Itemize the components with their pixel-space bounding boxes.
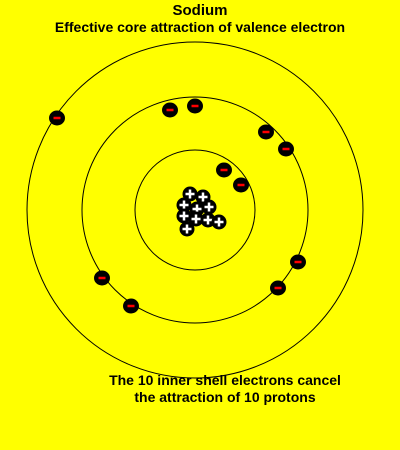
electron-icon <box>258 124 274 140</box>
inner-shell <box>134 149 256 271</box>
proton-icon <box>182 186 198 202</box>
electron-icon <box>94 270 110 286</box>
electron-icon <box>278 141 294 157</box>
electron-icon <box>290 254 306 270</box>
proton-icon <box>211 214 227 230</box>
diagram-title: Sodium <box>172 2 228 19</box>
proton-icon <box>201 199 217 215</box>
electron-icon <box>123 298 139 314</box>
proton-icon <box>176 197 192 213</box>
diagram-subtitle: Effective core attraction of valence ele… <box>54 19 346 35</box>
electron-icon <box>233 177 249 193</box>
outer-shell <box>26 41 364 379</box>
caption-line-1: The 10 inner shell electrons cancel <box>109 372 341 388</box>
proton-icon <box>176 208 192 224</box>
electron-icon <box>216 162 232 178</box>
proton-icon <box>179 221 195 237</box>
electron-icon <box>187 98 203 114</box>
middle-shell <box>81 96 309 324</box>
electron-icon <box>49 110 65 126</box>
electron-icon <box>162 102 178 118</box>
electron-icon <box>270 280 286 296</box>
caption-line-2: the attraction of 10 protons <box>134 389 316 405</box>
proton-icon <box>188 211 204 227</box>
nucleus <box>176 186 227 237</box>
electrons <box>49 98 306 314</box>
